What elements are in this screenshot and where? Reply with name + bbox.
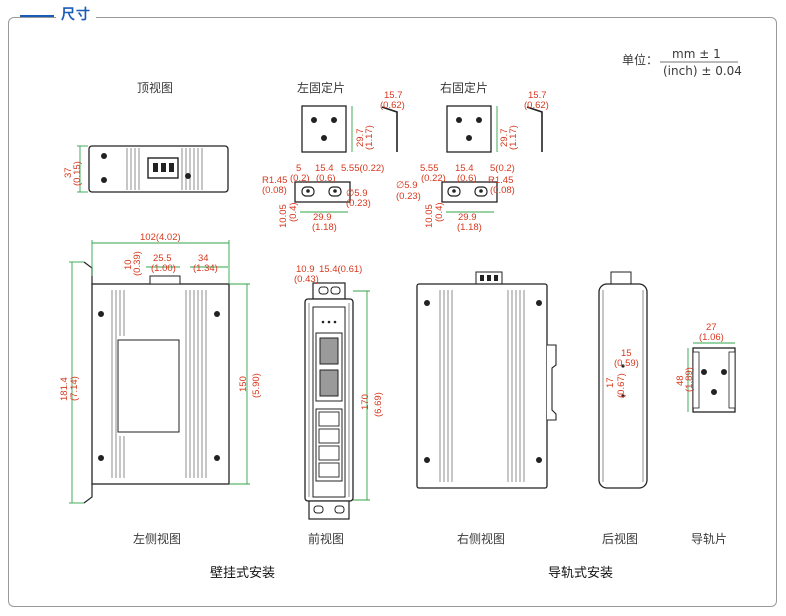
dim-lb-297: 29.7 (355, 129, 366, 148)
dim-lv-714: (7.14) (69, 376, 80, 401)
dim-rb-154: 15.4 (455, 163, 474, 174)
dim-lb-157: 15.7 (384, 90, 403, 101)
left-bracket-front (301, 105, 347, 153)
dim-rb-r145: R1.45 (488, 175, 513, 186)
dim-top-015: (0.15) (72, 161, 83, 186)
dim-lb-062: (0.62) (380, 100, 405, 111)
dim-lb-r145: R1.45 (262, 175, 287, 186)
dim-rb-06: (0.6) (457, 173, 477, 184)
dim-lv-100: (1.00) (151, 263, 176, 274)
dim-bv-059: (0.59) (614, 358, 639, 369)
caption-wall-mount: 壁挂式安装 (210, 566, 275, 581)
dim-rb-1005: 10.05 (424, 204, 435, 228)
caption-left-bracket: 左固定片 (297, 80, 345, 95)
back-view (598, 271, 648, 489)
screw-icon (185, 173, 191, 179)
dim-lv-039: (0.39) (132, 251, 143, 276)
caption-din-mount: 导轨式安装 (548, 566, 613, 581)
dim-bv-17: 17 (605, 377, 616, 388)
caption-right-bracket: 右固定片 (440, 80, 488, 95)
left-bracket-profile (381, 106, 398, 152)
caption-back-view: 后视图 (602, 531, 638, 546)
dim-lb-154: 15.4 (315, 163, 334, 174)
dim-lb-299: 29.9 (313, 212, 332, 223)
top-view-fins (126, 148, 203, 190)
dim-rb-555: 5.55 (420, 163, 439, 174)
dim-bv-067: (0.67) (616, 373, 627, 398)
dim-rb-502: 5(0.2) (490, 163, 515, 174)
left-side-view (83, 261, 230, 504)
dim-fv-043: (0.43) (294, 274, 319, 285)
dim-lb-d59: ∅5.9 (346, 188, 367, 199)
dim-rb-04: (0.4) (434, 202, 445, 222)
dim-lv-255: 25.5 (153, 253, 172, 264)
right-bracket-front (446, 105, 492, 153)
dim-rb-297: 29.7 (499, 129, 510, 148)
top-view-drawing (88, 145, 229, 193)
left-bracket-slots (294, 181, 351, 203)
dim-lb-117: (1.17) (364, 125, 375, 150)
caption-top-view: 顶视图 (137, 80, 173, 95)
right-bracket-slots (441, 181, 498, 203)
caption-front-view: 前视图 (308, 531, 344, 546)
title-accent-bar (20, 15, 54, 17)
unit-label: 单位： (622, 52, 658, 67)
dim-rb-299: 29.9 (458, 212, 477, 223)
unit-inch: (inch) ± 0.04 (663, 64, 742, 78)
dim-rc-48: 48 (675, 375, 686, 386)
dim-lv-590: (5.90) (251, 373, 262, 398)
dim-fv-109: 10.9 (296, 264, 315, 275)
caption-right-view: 右侧视图 (457, 531, 505, 546)
dim-rb-d59: ∅5.9 (396, 180, 417, 191)
rj45-ports (315, 408, 343, 482)
caption-left-view: 左侧视图 (133, 531, 181, 546)
dim-rb-062: (0.62) (524, 100, 549, 111)
dim-rc-189: (1.89) (684, 367, 695, 392)
dim-lb-008: (0.08) (262, 185, 287, 196)
dim-lv-150: 150 (238, 376, 249, 392)
screw-icon (101, 177, 107, 183)
unit-mm: mm ± 1 (672, 47, 721, 61)
dim-bv-15: 15 (621, 348, 632, 359)
dim-top-37: 37 (63, 167, 74, 178)
dim-rb-008: (0.08) (490, 185, 515, 196)
dim-lb-555: 5.55(0.22) (341, 163, 384, 174)
dim-rb-117: (1.17) (508, 125, 519, 150)
dim-lb-02: (0.2) (290, 173, 310, 184)
dim-fv-170: 170 (360, 394, 371, 410)
front-view (304, 282, 354, 520)
dimension-panel (8, 17, 777, 607)
dim-lb-06: (0.6) (316, 173, 336, 184)
caption-rail-clip: 导轨片 (691, 532, 727, 546)
rail-clip (692, 347, 736, 413)
dim-fv-669: (6.69) (373, 392, 384, 417)
section-title: 尺寸 (56, 4, 96, 24)
dim-lv-10: 10 (123, 259, 134, 270)
dim-rb-022: (0.22) (421, 173, 446, 184)
dim-lb-5: 5 (296, 163, 301, 174)
dim-lb-118: (1.18) (312, 222, 337, 233)
right-bracket-profile (526, 106, 543, 152)
dim-lv-102: 102(4.02) (140, 232, 181, 243)
dim-rb-023: (0.23) (396, 191, 421, 202)
dim-rc-27: 27 (706, 322, 717, 333)
dim-rc-106: (1.06) (699, 332, 724, 343)
dim-lb-023: (0.23) (346, 198, 371, 209)
dim-lb-04: (0.4) (288, 202, 299, 222)
dim-lb-1005: 10.05 (278, 204, 289, 228)
dim-lv-34: 34 (198, 253, 209, 264)
dim-rb-157: 15.7 (528, 90, 547, 101)
dim-rb-118: (1.18) (457, 222, 482, 233)
dim-fv-154: 15.4(0.61) (319, 264, 362, 275)
right-side-view (416, 271, 557, 489)
dim-lv-1814: 181.4 (59, 377, 70, 401)
dim-lv-134: (1.34) (193, 263, 218, 274)
screw-icon (101, 153, 107, 159)
